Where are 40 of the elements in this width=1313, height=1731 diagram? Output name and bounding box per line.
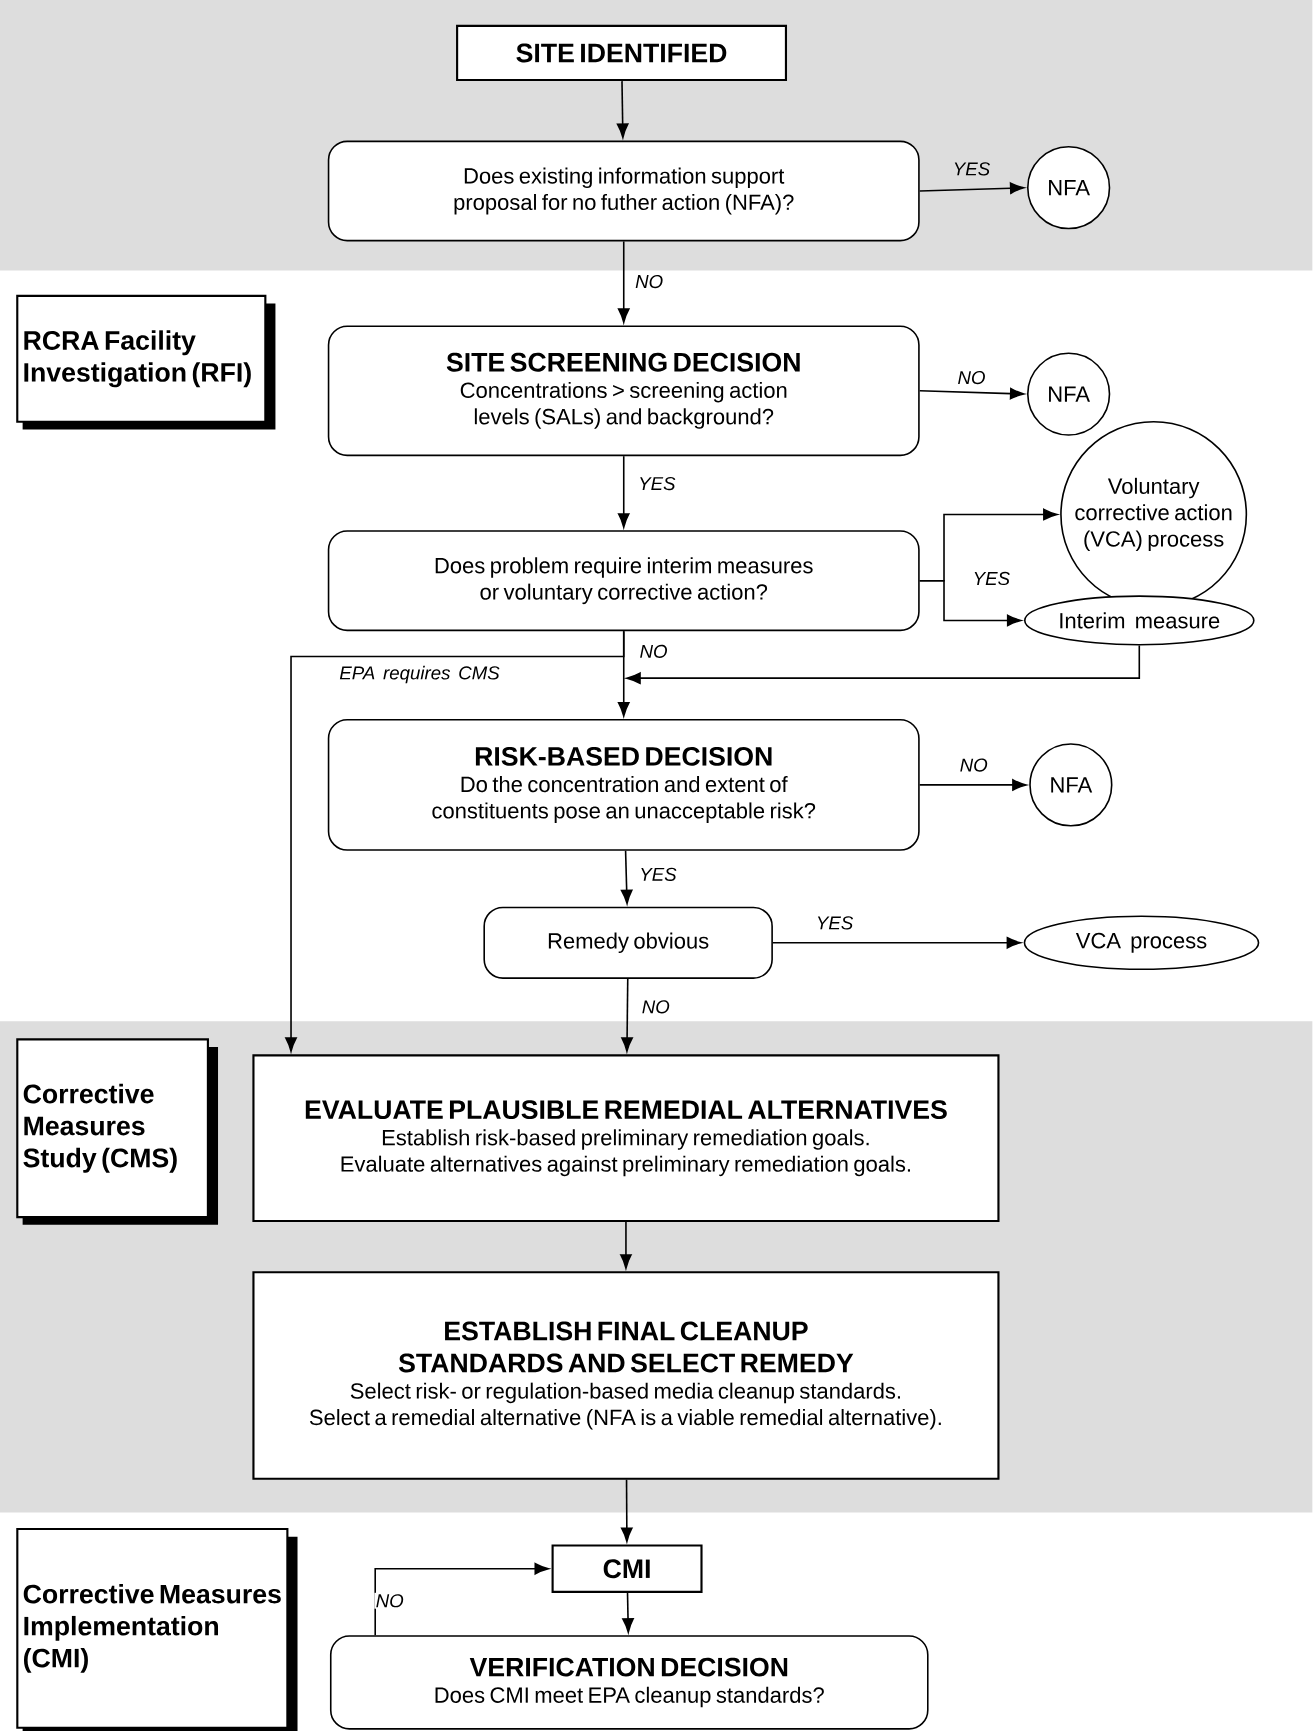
arrow	[618, 455, 630, 528]
process-box: SITE IDENTIFIED	[456, 24, 788, 82]
arrow	[772, 936, 1022, 949]
arrow	[919, 779, 1027, 791]
edge-label: NO	[634, 273, 665, 290]
arrow	[621, 1479, 633, 1542]
decision-box: RISK-BASED DECISION Do the concentration and extent of constituents pose an unacceptable risk?	[327, 719, 920, 851]
arrow	[919, 182, 1025, 195]
process-box: CMI	[551, 1544, 703, 1593]
edge-label: NO	[956, 369, 987, 386]
arrow	[617, 80, 629, 139]
decision-box: SITE SCREENING DECISION Concentrations > screening action levels (SALs) and background?	[327, 325, 920, 457]
phase-label-box: Corrective Measures Implementation (CMI)	[16, 1527, 298, 1731]
decision-box: VERIFICATION DECISION Does CMI meet EPA cleanup standards?	[330, 1635, 929, 1730]
edge-label: YES	[971, 570, 1012, 587]
edge-label: NO	[640, 998, 672, 1015]
process-box: EVALUATE PLAUSIBLE REMEDIAL ALTERNATIVES Establish risk-based preliminary remediation goals. Evaluate alternatives against preliminary remediation goals.	[252, 1054, 1000, 1223]
decision-box: Does existing information support proposal for no futher action (NFA)?	[327, 140, 920, 242]
arrow	[620, 1221, 632, 1269]
arrow	[285, 630, 625, 1052]
phase-label-box: RCRA Facility Investigation (RFI)	[16, 294, 276, 430]
arrow	[622, 1592, 635, 1633]
process-box: ESTABLISH FINAL CLEANUP STANDARDS AND SELECT REMEDY Select risk- or regulation-based media cleanup standards. Select a remedial alternative (NFA is a viable remedial alternative).	[252, 1271, 1000, 1480]
arrow	[374, 1562, 550, 1637]
decision-box: Does problem require interim measures or voluntary corrective action?	[327, 530, 920, 632]
edge-label: YES	[814, 915, 855, 931]
arrow	[618, 240, 630, 323]
arrow	[621, 850, 633, 905]
arrow	[919, 387, 1025, 400]
edge-label: YES	[637, 475, 678, 492]
arrow	[919, 579, 1022, 627]
edge-label: NO	[958, 757, 990, 773]
arrow	[621, 978, 634, 1052]
edge-label: YES	[638, 866, 679, 883]
edge-label: EPA requires CMS	[338, 664, 502, 685]
phase-label-box: Corrective Measures Study (CMS)	[16, 1038, 219, 1225]
edge-label: NO	[374, 1592, 406, 1609]
edge-label: NO	[638, 643, 670, 660]
decision-box: Remedy obvious	[483, 906, 774, 979]
arrow	[626, 644, 1141, 684]
